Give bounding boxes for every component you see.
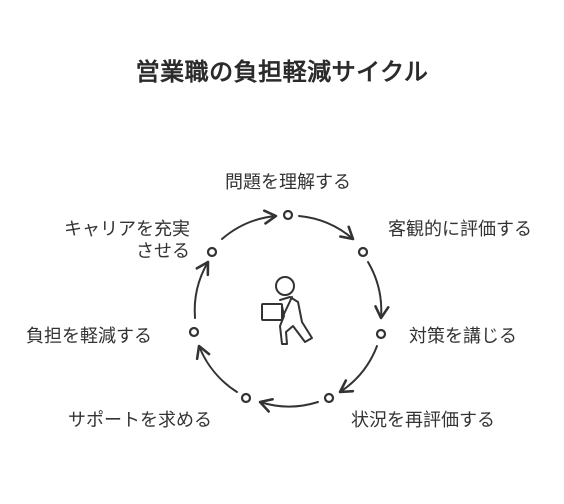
step-label-reevaluate: 状況を再評価する: [351, 410, 495, 431]
node-understand: [282, 209, 294, 221]
arrow-support-to-reduce: [195, 344, 238, 393]
arrow-countermeasure-to-reevaluate: [338, 345, 378, 394]
step-label-reduce-burden: 負担を軽減する: [26, 326, 152, 347]
arrow-career-to-understand: [221, 209, 278, 240]
step-label-countermeasure: 対策を講じる: [409, 326, 517, 347]
step-label-seek-support: サポートを求める: [68, 410, 212, 431]
page-title: 営業職の負担軽減サイクル: [135, 58, 429, 86]
node-seek-support: [240, 392, 252, 404]
step-label-understand: 問題を理解する: [225, 172, 351, 193]
person-carrying-box-icon: [261, 276, 313, 345]
step-label-enrich-career: キャリアを充実 させる: [40, 219, 190, 263]
cycle-nodes: [188, 209, 387, 404]
arrow-reduce-to-career: [193, 260, 210, 319]
arrow-reevaluate-to-support: [258, 397, 319, 413]
arrow-evaluate-to-countermeasure: [367, 261, 390, 320]
arrow-understand-to-evaluate: [298, 215, 355, 241]
node-evaluate: [357, 246, 369, 258]
step-label-enrich-career-line-1: キャリアを充実: [64, 219, 190, 240]
step-label-evaluate: 客観的に評価する: [388, 219, 532, 240]
node-reduce-burden: [188, 326, 200, 338]
step-label-enrich-career-line-2: させる: [136, 241, 190, 262]
node-countermeasure: [375, 328, 387, 340]
cycle-arrows: [193, 209, 390, 413]
node-reevaluate: [323, 392, 335, 404]
node-enrich-career: [206, 246, 218, 258]
